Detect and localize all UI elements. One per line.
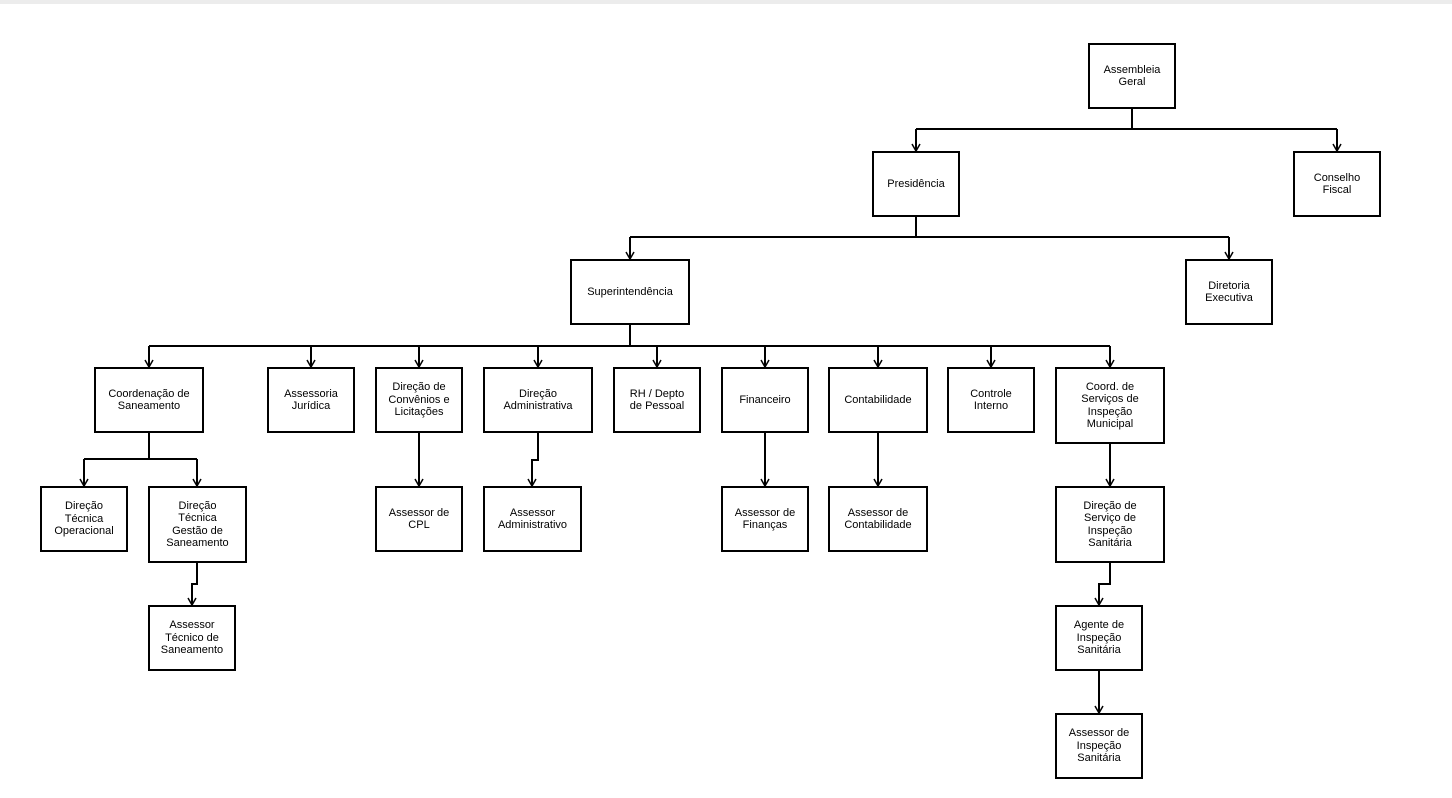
node-conselho-fiscal[interactable]: Conselho Fiscal [1293, 151, 1381, 217]
node-diretoria-executiva[interactable]: Diretoria Executiva [1185, 259, 1273, 325]
top-border [0, 0, 1452, 4]
node-direcao-tecnica-operacional[interactable]: Direção Técnica Operacional [40, 486, 128, 552]
node-direcao-administrativa[interactable]: Direção Administrativa [483, 367, 593, 433]
node-assessor-financas[interactable]: Assessor de Finanças [721, 486, 809, 552]
node-assessor-contabilidade[interactable]: Assessor de Contabilidade [828, 486, 928, 552]
connector-line [1094, 563, 1111, 607]
node-superintendencia[interactable]: Superintendência [570, 259, 690, 325]
connector-line [187, 563, 198, 607]
node-assessor-cpl[interactable]: Assessor de CPL [375, 486, 463, 552]
node-coord-servicos-inspecao[interactable]: Coord. de Serviços de Inspeção Municipal [1055, 367, 1165, 444]
node-rh-depto-pessoal[interactable]: RH / Depto de Pessoal [613, 367, 701, 433]
node-presidencia[interactable]: Presidência [872, 151, 960, 217]
node-agente-inspecao-sanitaria[interactable]: Agente de Inspeção Sanitária [1055, 605, 1143, 671]
node-assembleia-geral[interactable]: Assembleia Geral [1088, 43, 1176, 109]
node-direcao-tecnica-gestao[interactable]: Direção Técnica Gestão de Saneamento [148, 486, 247, 563]
node-assessor-tecnico-saneamento[interactable]: Assessor Técnico de Saneamento [148, 605, 236, 671]
node-assessor-administrativo[interactable]: Assessor Administrativo [483, 486, 582, 552]
node-coordenacao-saneamento[interactable]: Coordenação de Saneamento [94, 367, 204, 433]
connector-line [527, 433, 539, 488]
node-contabilidade[interactable]: Contabilidade [828, 367, 928, 433]
node-direcao-convenios[interactable]: Direção de Convênios e Licitações [375, 367, 463, 433]
node-financeiro[interactable]: Financeiro [721, 367, 809, 433]
node-assessoria-juridica[interactable]: Assessoria Jurídica [267, 367, 355, 433]
node-controle-interno[interactable]: Controle Interno [947, 367, 1035, 433]
node-direcao-servico-inspecao[interactable]: Direção de Serviço de Inspeção Sanitária [1055, 486, 1165, 563]
node-assessor-inspecao-sanitaria[interactable]: Assessor de Inspeção Sanitária [1055, 713, 1143, 779]
